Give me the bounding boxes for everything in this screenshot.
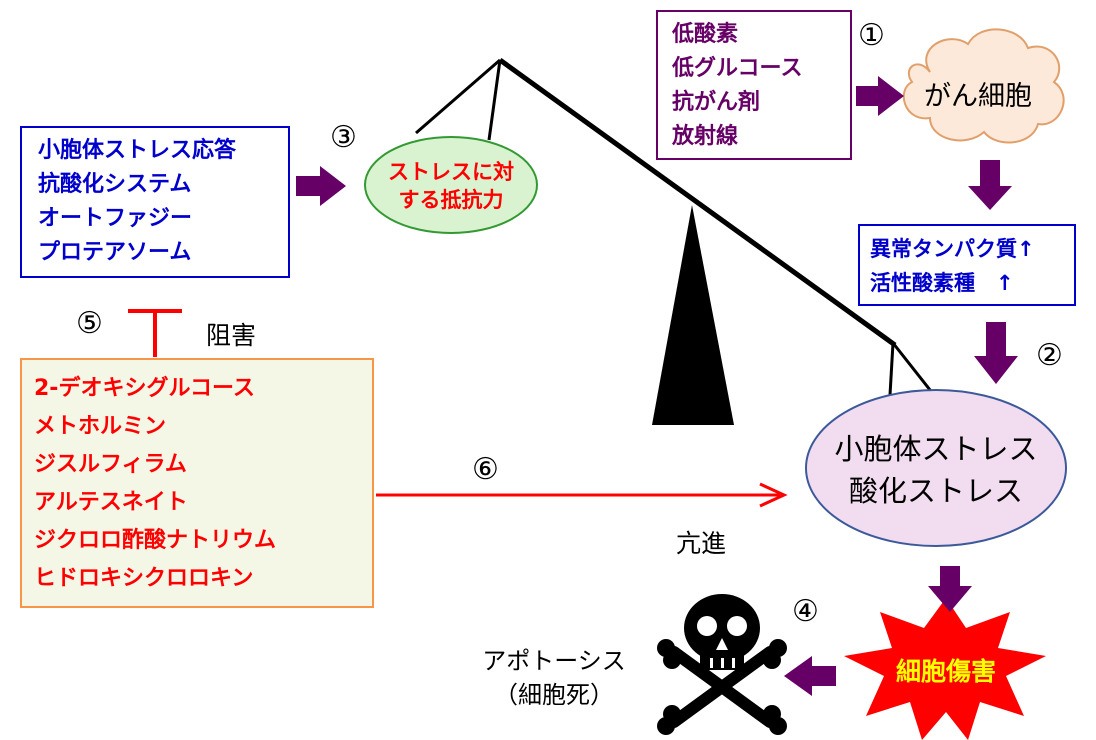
stress-ellipse-shape — [805, 389, 1067, 547]
drugs-box: 2-デオキシグルコース メトホルミン ジスルフィラム アルテスネイト ジクロロ酢… — [20, 358, 374, 608]
apoptosis-line-2: （細胞死） — [494, 681, 614, 709]
scale-beam — [498, 57, 897, 348]
promotion-label: 亢進 — [676, 529, 727, 558]
step-number-1: ① — [858, 18, 885, 53]
arrow-defense-to-resistance — [296, 166, 346, 206]
damage-label: 細胞傷害 — [895, 657, 996, 686]
drug-line: アルテスネイト — [34, 490, 188, 515]
resistance-ellipse-shape — [364, 136, 538, 234]
cancer-cell-label: がん細胞 — [924, 81, 1032, 112]
scale-right-string-1 — [888, 342, 895, 396]
balance-scale — [415, 57, 936, 425]
drug-line: ヒドロキシクロロキン — [34, 566, 254, 591]
scale-left-string-1 — [415, 58, 501, 135]
arrow-damage-to-death — [784, 656, 836, 696]
arrow-factors-to-cell — [856, 76, 904, 116]
defense-line: プロテアソーム — [38, 240, 192, 265]
drug-line: ジクロロ酢酸ナトリウム — [34, 528, 277, 553]
scale-fulcrum — [652, 205, 734, 425]
defense-line: 小胞体ストレス応答 — [38, 138, 237, 163]
inhibition-label: 阻害 — [206, 321, 257, 350]
stress-line-1: 小胞体ストレス — [834, 432, 1038, 466]
apoptosis-line-1: アポトーシス — [482, 647, 626, 675]
arrow-cell-to-abnormal — [968, 160, 1012, 210]
resistance-label: ストレスに対 する抵抗力 — [365, 158, 537, 214]
damage-starburst-shape — [844, 598, 1046, 740]
stress-line-2: 酸化ストレス — [848, 474, 1023, 508]
abnormal-line: 異常タンパク質↑ — [870, 237, 1035, 261]
scale-right-string-2 — [891, 342, 936, 396]
factor-line: 抗がん剤 — [672, 90, 761, 115]
defense-line: 抗酸化システム — [38, 172, 192, 197]
factor-line: 低酸素 — [672, 22, 739, 47]
resistance-line-2: する抵抗力 — [398, 188, 504, 212]
abnormal-line: 活性酸素種 ↑ — [870, 271, 1014, 295]
step-number-6: ⑥ — [472, 452, 499, 487]
factor-line: 放射線 — [672, 124, 739, 149]
step-number-4: ④ — [792, 594, 819, 629]
abnormal-box: 異常タンパク質↑ 活性酸素種 ↑ — [858, 224, 1076, 306]
skull-crossbones-icon — [657, 594, 787, 735]
step-number-3: ③ — [330, 120, 357, 155]
arrow-drugs-to-stress-head — [759, 482, 788, 508]
step-number-2: ② — [1036, 338, 1063, 373]
scale-left-string-2 — [487, 59, 502, 141]
stress-label: 小胞体ストレス 酸化ストレス — [806, 428, 1066, 512]
drug-line: ジスルフィラム — [34, 452, 187, 477]
resistance-line-1: ストレスに対 — [388, 160, 514, 184]
factor-line: 低グルコース — [672, 56, 803, 81]
step-number-5: ⑤ — [76, 306, 103, 341]
defense-box: 小胞体ストレス応答 抗酸化システム オートファジー プロテアソーム — [20, 126, 290, 278]
apoptosis-label: アポトーシス （細胞死） — [464, 644, 644, 712]
drug-line: 2-デオキシグルコース — [34, 376, 255, 401]
cancer-cell-cloud-shape — [902, 28, 1065, 144]
arrow-stress-to-damage — [928, 566, 972, 612]
defense-line: オートファジー — [38, 206, 193, 231]
drug-line: メトホルミン — [34, 414, 167, 439]
factors-box: 低酸素 低グルコース 抗がん剤 放射線 — [656, 10, 852, 160]
arrow-abnormal-to-stress — [974, 322, 1018, 384]
